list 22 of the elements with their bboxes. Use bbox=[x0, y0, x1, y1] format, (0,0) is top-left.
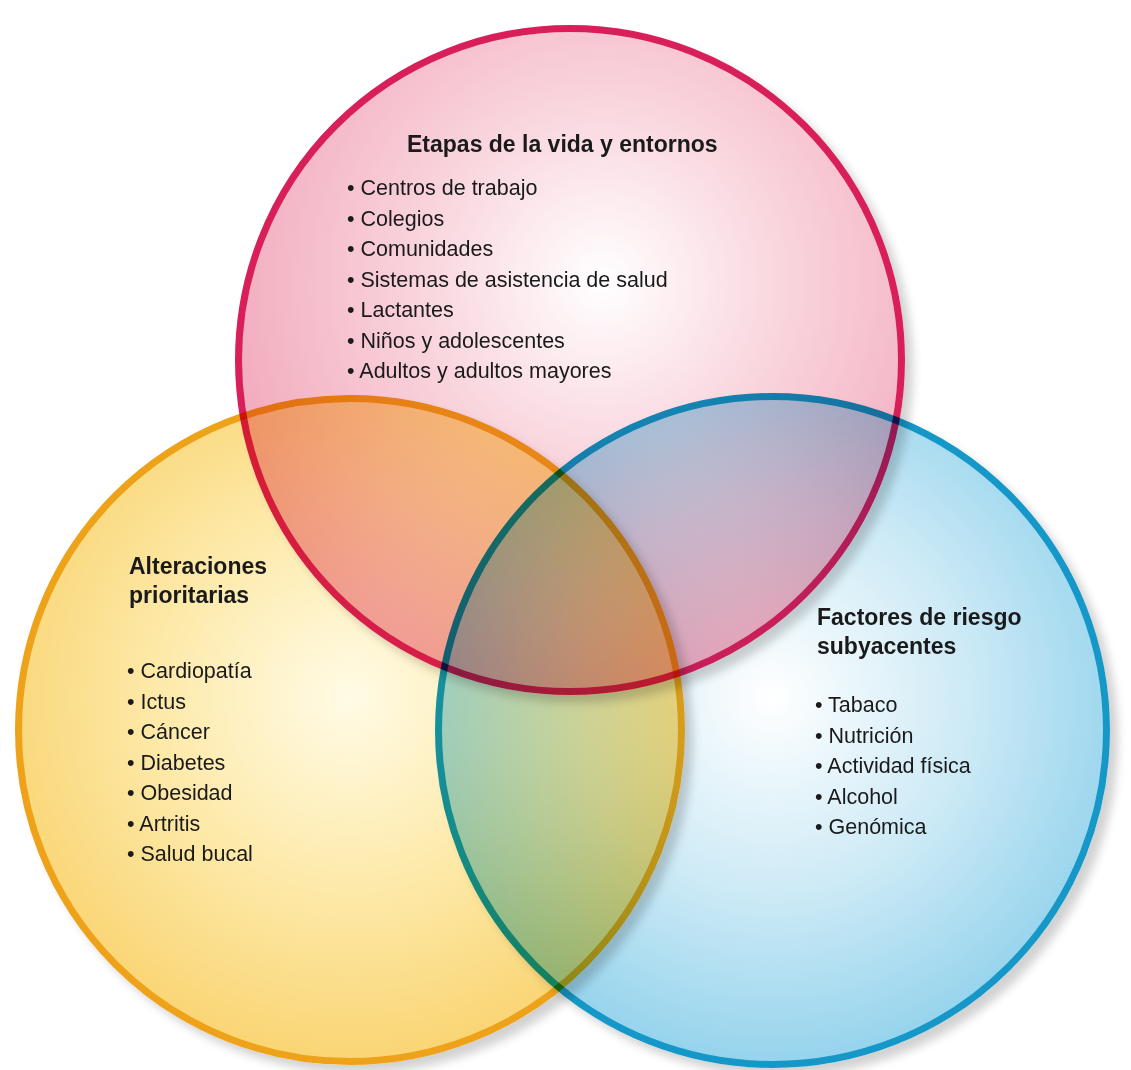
list-item: • Diabetes bbox=[127, 749, 227, 777]
circle-heading: Factores de riesgo subyacentes bbox=[817, 603, 1023, 661]
list-item: • Artritis bbox=[127, 810, 202, 838]
list-item: • Alcohol bbox=[815, 783, 899, 811]
list-item: • Lactantes bbox=[347, 297, 455, 324]
list-item: • Genómica bbox=[815, 814, 928, 841]
circle-heading: Alteraciones prioritarias bbox=[129, 552, 269, 610]
list-item: • Tabaco bbox=[815, 692, 899, 719]
list-item: • Obesidad bbox=[127, 780, 234, 807]
list-item: • Comunidades bbox=[347, 236, 495, 263]
list-item: • Sistemas de asistencia de salud bbox=[347, 266, 668, 294]
list-item: • Centros de trabajo bbox=[347, 175, 539, 202]
list-item: • Salud bucal bbox=[127, 841, 253, 868]
list-item: • Cardiopatía bbox=[127, 658, 253, 685]
list-item: • Actividad física bbox=[815, 753, 971, 780]
list-item: • Nutrición bbox=[815, 722, 915, 750]
circle-heading: Etapas de la vida y entornos bbox=[407, 130, 718, 159]
list-item: • Colegios bbox=[347, 205, 446, 233]
list-item: • Adultos y adultos mayores bbox=[347, 358, 613, 385]
list-item: • Niños y adolescentes bbox=[347, 327, 566, 355]
list-item: • Cáncer bbox=[127, 719, 211, 746]
list-item: • Ictus bbox=[127, 688, 187, 716]
